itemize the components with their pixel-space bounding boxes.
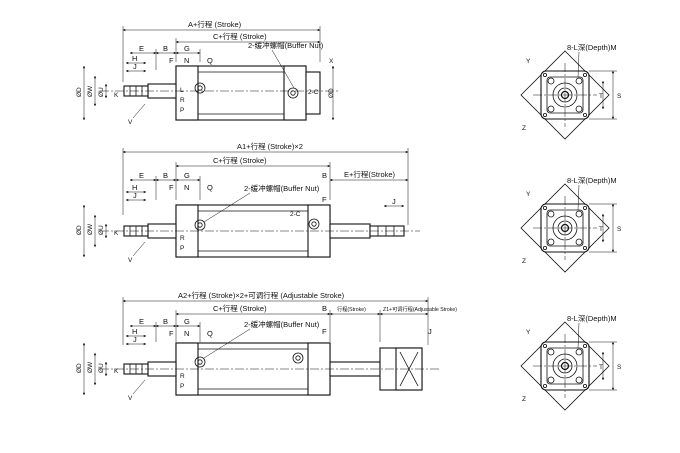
dim-p2: P	[180, 245, 184, 252]
dim-g2: G	[184, 171, 190, 180]
dim-g3: G	[184, 317, 190, 326]
depth-label-3: 8-L深(Depth)M	[567, 314, 617, 323]
dim-t-2: T	[599, 226, 603, 233]
dim-f2-right: F	[322, 195, 327, 204]
end-view-1: T S Y Z 8-L深(Depth)M	[520, 43, 622, 140]
dim-ou: ØU	[98, 87, 105, 97]
dim-s-3: S	[617, 364, 622, 371]
dim-y-1: Y	[526, 58, 531, 65]
dim-y-3: Y	[526, 329, 531, 336]
dim-e: E	[139, 44, 144, 53]
dim-y-2: Y	[526, 191, 531, 198]
buffer-nut-label-3: 2-缓冲螺帽(Buffer Nut)	[244, 319, 320, 329]
dim-j3-right: J	[428, 327, 432, 336]
dim-v: V	[128, 119, 133, 126]
dim-od3: ØD	[76, 363, 83, 373]
dim-2c: 2-C	[308, 89, 319, 96]
dim-a1-label: A1+行程 (Stroke)×2	[237, 141, 303, 151]
dim-c2-label: C+行程 (Stroke)	[213, 155, 267, 165]
dim-a2-label: A2+行程 (Stroke)×2+可调行程 (Adjustable Stroke…	[178, 290, 345, 300]
dim-z-3: Z	[522, 396, 526, 403]
dim-h3: H	[132, 327, 137, 336]
dim-e-stroke: E+行程(Stroke)	[344, 169, 396, 179]
side-view-adjustable: A2+行程 (Stroke)×2+可调行程 (Adjustable Stroke…	[76, 290, 457, 402]
buffer-nut-label-2: 2-缓冲螺帽(Buffer Nut)	[244, 183, 320, 193]
dim-j2: J	[133, 191, 137, 200]
dim-s-1: S	[617, 93, 622, 100]
dim-f3: F	[169, 329, 174, 338]
depth-label-1: 8-L深(Depth)M	[567, 43, 617, 52]
dim-b3: B	[163, 317, 168, 326]
dim-r3: R	[180, 373, 185, 380]
end-view-2: T S Y Z 8-L深(Depth)M	[520, 176, 622, 273]
dim-ow2: ØW	[87, 223, 94, 235]
dim-h: H	[132, 54, 137, 63]
side-view-double-rod: A1+行程 (Stroke)×2 C+行程 (Stroke) E+行程(Stro…	[76, 141, 420, 264]
dim-ow: ØW	[87, 85, 94, 97]
dim-h2: H	[132, 183, 137, 192]
side-view-standard: A+行程 (Stroke) C+行程 (Stroke) E B G H F N …	[76, 19, 340, 126]
dim-r: R	[180, 97, 185, 104]
dim-j2-right: J	[392, 197, 396, 206]
dim-x: X	[329, 58, 334, 65]
dim-f2: F	[169, 183, 174, 192]
dim-a-label: A+行程 (Stroke)	[188, 19, 242, 29]
end-view-3: T S Y Z 8-L深(Depth)M	[520, 314, 622, 411]
dim-b: B	[163, 44, 168, 53]
dim-s-2: S	[617, 226, 622, 233]
dim-e2: E	[139, 171, 144, 180]
dim-n: N	[184, 56, 189, 65]
dim-ou3: ØU	[98, 363, 105, 373]
dim-q2: Q	[207, 183, 213, 192]
dim-c3-label: C+行程 (Stroke)	[213, 303, 267, 313]
dim-n2: N	[184, 183, 189, 192]
dim-f3-right: F	[322, 327, 327, 336]
dim-p: P	[180, 107, 184, 114]
dim-e3: E	[139, 317, 144, 326]
dim-od-right: ØD	[328, 88, 335, 98]
dim-b2: B	[163, 171, 168, 180]
dim-p3: P	[180, 383, 184, 390]
dim-j: J	[133, 62, 137, 71]
dim-t-1: T	[599, 93, 603, 100]
dim-l-1: L	[180, 87, 184, 94]
dim-z1-adjustable: Z1+可调行程(Adjustable Stroke)	[383, 305, 457, 313]
dim-z-1: Z	[522, 125, 526, 132]
depth-label-2: 8-L深(Depth)M	[567, 176, 617, 185]
dim-od2: ØD	[76, 225, 83, 235]
dim-q3: Q	[207, 329, 213, 338]
dim-b2-right: B	[322, 171, 327, 180]
dim-q: Q	[207, 56, 213, 65]
buffer-nut-label: 2-缓冲螺帽(Buffer Nut)	[248, 40, 324, 50]
dim-j3: J	[133, 335, 137, 344]
dim-k: K	[114, 92, 119, 99]
dim-od: ØD	[76, 87, 83, 97]
dim-n3: N	[184, 329, 189, 338]
dim-c-label: C+行程 (Stroke)	[213, 31, 267, 41]
dim-z-2: Z	[522, 258, 526, 265]
dim-b3-right: B	[322, 304, 327, 313]
dim-t-3: T	[599, 364, 603, 371]
dim-k2: K	[114, 230, 119, 237]
dim-f: F	[169, 56, 174, 65]
dim-stroke-small: 行程(Stroke)	[337, 305, 366, 313]
dim-ow3: ØW	[87, 361, 94, 373]
dim-g: G	[184, 44, 190, 53]
dim-k3: K	[114, 368, 119, 375]
dim-r2: R	[180, 235, 185, 242]
dim-v2: V	[128, 257, 133, 264]
dim-ou2: ØU	[98, 225, 105, 235]
dim-2c-2: 2-C	[290, 211, 301, 218]
dim-v3: V	[128, 395, 133, 402]
